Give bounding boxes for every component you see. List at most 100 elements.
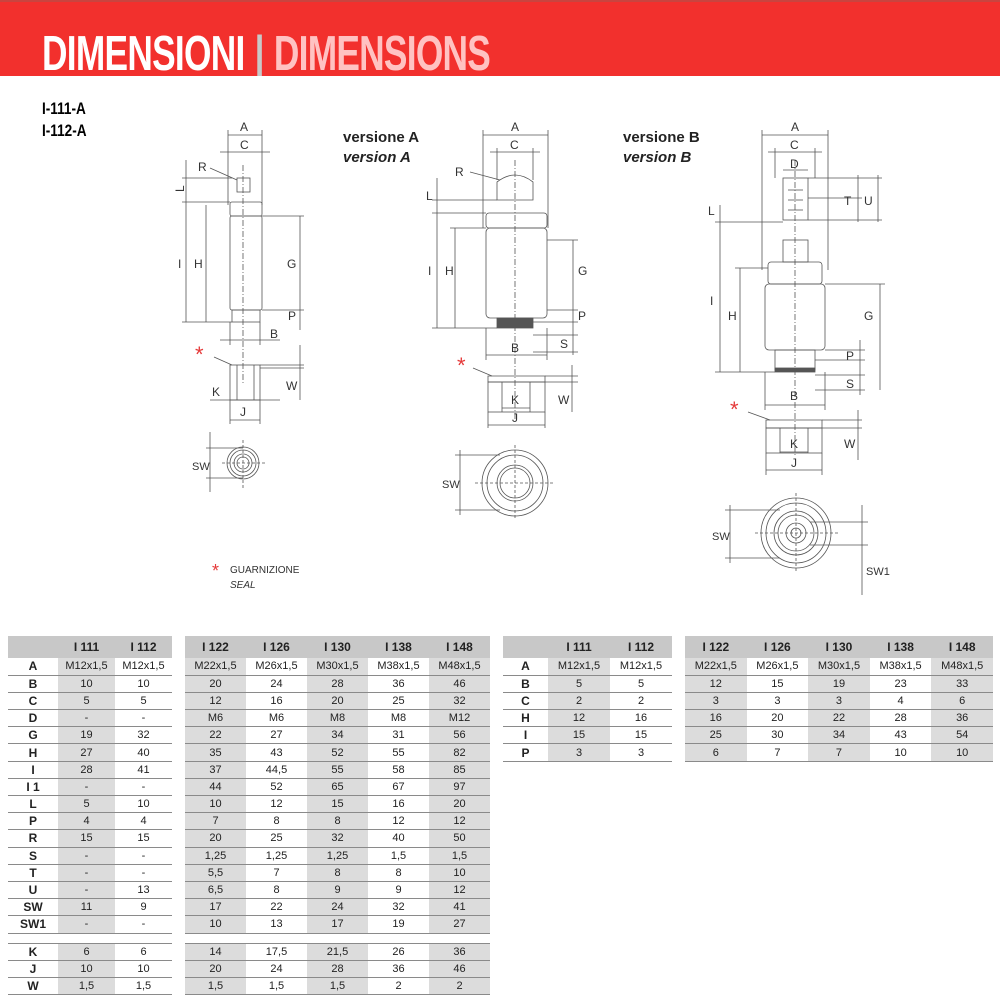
table-cell: 10 (115, 675, 172, 693)
table-cell: 5 (58, 692, 115, 711)
table-cell: 40 (115, 743, 172, 762)
table-cell: M38x1,5 (368, 658, 429, 676)
column-header: I 111 (58, 636, 115, 658)
table-cell: 10 (185, 915, 246, 934)
row-label: I 1 (8, 778, 58, 797)
table-cell: - (58, 709, 115, 728)
technical-drawings: A C R L I H G P B W K J SW * A C R L I H… (173, 120, 890, 595)
table-cell: M30x1,5 (808, 658, 870, 676)
table-cell: 55 (368, 743, 429, 762)
table-cell: 6,5 (185, 881, 246, 900)
table-cell: 1,25 (307, 847, 368, 865)
dim-label-k: K (790, 437, 798, 451)
column-header: I 130 (307, 636, 368, 658)
table-cell: 34 (307, 726, 368, 745)
table-cell: 20 (185, 675, 246, 693)
table-cell: 11 (58, 898, 115, 917)
table-cell: 25 (246, 829, 307, 848)
table-cell: 8 (307, 812, 368, 831)
seal-star-icon: * (195, 342, 204, 367)
table-cell: 10 (429, 864, 490, 882)
table-cell: 21,5 (307, 943, 368, 961)
table-cell: - (115, 847, 172, 865)
dim-label-h: H (445, 264, 454, 278)
seal-star-icon: * (730, 397, 739, 422)
table-cell: 50 (429, 829, 490, 848)
table-cell: 58 (368, 761, 429, 779)
row-label: T (8, 864, 58, 882)
dim-label-k: K (511, 393, 519, 407)
table-cell: 1,25 (246, 847, 307, 865)
row-label: D (8, 709, 58, 728)
row-label: R (8, 829, 58, 848)
table-cell: 52 (246, 778, 307, 797)
table-cell: 20 (185, 829, 246, 848)
table-cell: 44,5 (246, 761, 307, 779)
dim-label-i: I (710, 294, 713, 308)
table-cell: 15 (610, 726, 672, 745)
table-cell: 20 (746, 709, 809, 728)
table-cell: 26 (368, 943, 429, 961)
corner-cell (503, 636, 548, 658)
table-cell: 7 (808, 743, 870, 762)
table-cell: 19 (808, 675, 870, 693)
column-header: I 138 (869, 636, 932, 658)
table-cell: 20 (185, 960, 246, 978)
table-cell: 6 (685, 743, 747, 762)
table-cell: 37 (185, 761, 246, 779)
dim-label-r: R (455, 165, 464, 179)
dim-label-a: A (240, 120, 248, 134)
table-cell: 32 (115, 726, 172, 745)
drawing-version-a: A C R L I H G P S B W K J SW * (426, 120, 587, 520)
header-band: DIMENSIONI|DIMENSIONS (0, 0, 1000, 76)
table-cell: M22x1,5 (685, 658, 747, 676)
version-a-italian: versione A (343, 129, 420, 146)
dim-label-b: B (270, 327, 278, 341)
table-cell: M8 (368, 709, 429, 728)
table-cell: 17 (185, 898, 246, 917)
table-cell: 8 (368, 864, 429, 882)
dim-label-h: H (194, 257, 203, 271)
table-cell: 41 (115, 761, 172, 779)
model-codes: I-111-A I-112-A (42, 98, 87, 142)
table-cell: 12 (548, 709, 610, 728)
table-cell: 35 (185, 743, 246, 762)
table-cell: 24 (307, 898, 368, 917)
table-cell: 65 (307, 778, 368, 797)
dim-label-j: J (240, 405, 246, 419)
table-cell: 33 (931, 675, 993, 693)
table-cell: 1,5 (368, 847, 429, 865)
table-cell: 28 (869, 709, 932, 728)
table-cell: 17,5 (246, 943, 307, 961)
model-code: I-112-A (42, 121, 87, 140)
table-cell: M26x1,5 (246, 658, 307, 676)
row-label: C (503, 692, 548, 711)
drawing-version-b: A C D T U L I H G P S B W K J SW SW1 * (708, 120, 890, 595)
table-cell: M8 (307, 709, 368, 728)
row-label: I (503, 726, 548, 745)
drawing-i111-i112: A C R L I H G P B W K J SW * (173, 120, 304, 492)
table-cell: 17 (307, 915, 368, 934)
dim-label-u: U (864, 194, 873, 208)
row-label: I (8, 761, 58, 779)
table-cell: M48x1,5 (931, 658, 993, 676)
table-cell: 1,5 (429, 847, 490, 865)
